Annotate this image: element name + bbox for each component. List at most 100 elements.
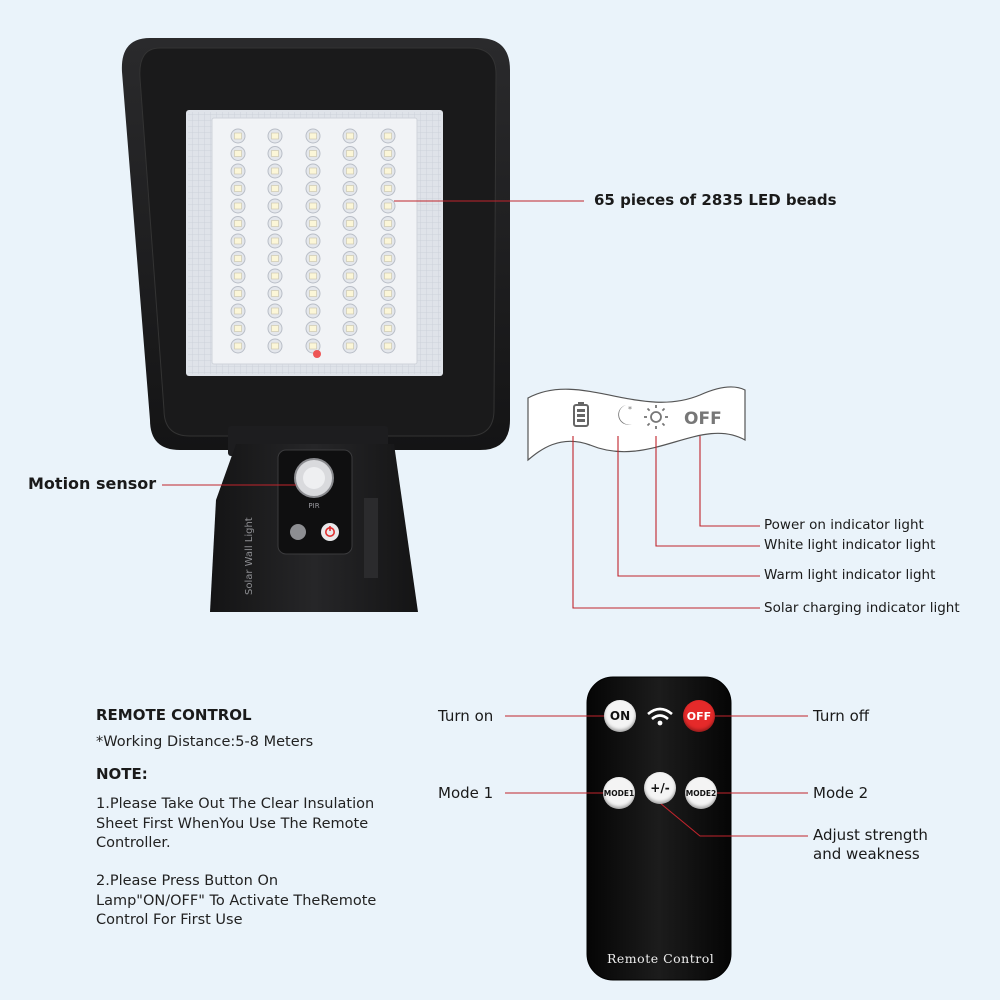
led-chip <box>234 272 242 280</box>
led-chip <box>309 255 317 262</box>
led-chip <box>271 325 279 332</box>
led-chip <box>309 185 317 192</box>
led-chip <box>346 307 354 315</box>
led-chip <box>234 290 242 297</box>
led-beads-label: 65 pieces of 2835 LED beads <box>594 191 837 209</box>
sun-icon <box>644 405 668 429</box>
led-chip <box>234 185 242 192</box>
power-on-indicator-label: Power on indicator light <box>764 517 924 533</box>
pir-label: PIR <box>308 502 319 510</box>
on-button[interactable]: ON <box>604 700 636 732</box>
indicator-panel: * OFF <box>527 386 746 462</box>
led-chip <box>309 220 317 227</box>
moon-icon: * <box>618 405 632 425</box>
turn-on-label: Turn on <box>438 707 494 725</box>
sensor-button-icon <box>290 524 306 540</box>
led-chip <box>309 325 317 332</box>
led-chip <box>384 307 392 315</box>
led-chip <box>384 220 392 227</box>
indicator-dot <box>313 350 321 358</box>
led-chip <box>384 202 392 210</box>
led-chip <box>384 325 392 332</box>
led-chip <box>309 342 317 350</box>
lamp-base: PIR Solar Wall Light <box>210 426 418 612</box>
led-chip <box>271 290 279 297</box>
led-chip <box>234 202 242 210</box>
led-chip <box>271 150 279 157</box>
lamp-head <box>121 38 510 450</box>
led-chip <box>234 167 242 175</box>
led-chip <box>234 307 242 315</box>
white-light-indicator-label: White light indicator light <box>764 537 936 553</box>
mode2-button[interactable]: MODE2 <box>685 777 717 809</box>
turn-off-label: Turn off <box>813 707 870 725</box>
spec-label <box>364 498 378 578</box>
remote-footer-label: Remote Control <box>607 951 715 966</box>
plus-minus-button[interactable]: +/- <box>644 772 676 804</box>
led-chip <box>234 150 242 157</box>
warm-light-indicator-label: Warm light indicator light <box>764 567 936 583</box>
led-chip <box>271 202 279 210</box>
led-chip <box>384 272 392 280</box>
led-chip <box>309 167 317 175</box>
led-chip <box>234 237 242 245</box>
led-chip <box>271 132 279 140</box>
led-chip <box>309 290 317 297</box>
led-chip <box>384 185 392 192</box>
led-chip <box>346 272 354 280</box>
led-chip <box>309 132 317 140</box>
battery-icon <box>573 402 589 427</box>
working-distance: *Working Distance:5-8 Meters <box>96 734 314 750</box>
led-chip <box>384 237 392 245</box>
off-indicator-label: OFF <box>684 409 722 429</box>
led-chip <box>271 307 279 315</box>
led-chip <box>271 167 279 175</box>
led-chip <box>346 167 354 175</box>
led-chip <box>384 167 392 175</box>
note-1: 1.Please Take Out The Clear Insulation S… <box>96 796 375 851</box>
led-chip <box>346 202 354 210</box>
power-button[interactable] <box>321 523 339 541</box>
led-chip <box>234 325 242 332</box>
led-chip <box>309 307 317 315</box>
led-beads <box>230 128 396 354</box>
motion-sensor-label: Motion sensor <box>28 474 157 493</box>
led-chip <box>346 290 354 297</box>
led-chip <box>346 132 354 140</box>
off-button[interactable]: OFF <box>683 700 715 732</box>
adjust-strength-label: Adjust strength and weakness <box>813 826 928 863</box>
led-chip <box>346 220 354 227</box>
mode1-button[interactable]: MODE1 <box>603 777 635 809</box>
led-chip <box>346 150 354 157</box>
led-chip <box>384 255 392 262</box>
led-chip <box>384 290 392 297</box>
side-label: Solar Wall Light <box>244 517 255 595</box>
led-chip <box>346 342 354 350</box>
svg-text:*: * <box>628 405 632 414</box>
led-chip <box>234 255 242 262</box>
led-chip <box>384 150 392 157</box>
led-chip <box>271 185 279 192</box>
led-chip <box>346 185 354 192</box>
led-chip <box>384 342 392 350</box>
note-2: 2.Please Press Button On Lamp"ON/OFF" To… <box>96 873 377 928</box>
led-chip <box>384 132 392 140</box>
led-chip <box>271 220 279 227</box>
led-chip <box>309 272 317 280</box>
remote-heading: REMOTE CONTROL <box>96 706 252 724</box>
led-chip <box>346 255 354 262</box>
mode2-label: Mode 2 <box>813 784 869 802</box>
led-chip <box>271 342 279 350</box>
led-chip <box>234 132 242 140</box>
led-chip <box>234 220 242 227</box>
led-chip <box>271 272 279 280</box>
solar-charging-indicator-label: Solar charging indicator light <box>764 600 960 616</box>
led-chip <box>309 150 317 157</box>
led-chip <box>346 325 354 332</box>
led-chip <box>309 237 317 245</box>
note-heading: NOTE: <box>96 765 148 783</box>
wifi-icon <box>647 707 673 716</box>
led-chip <box>271 237 279 245</box>
